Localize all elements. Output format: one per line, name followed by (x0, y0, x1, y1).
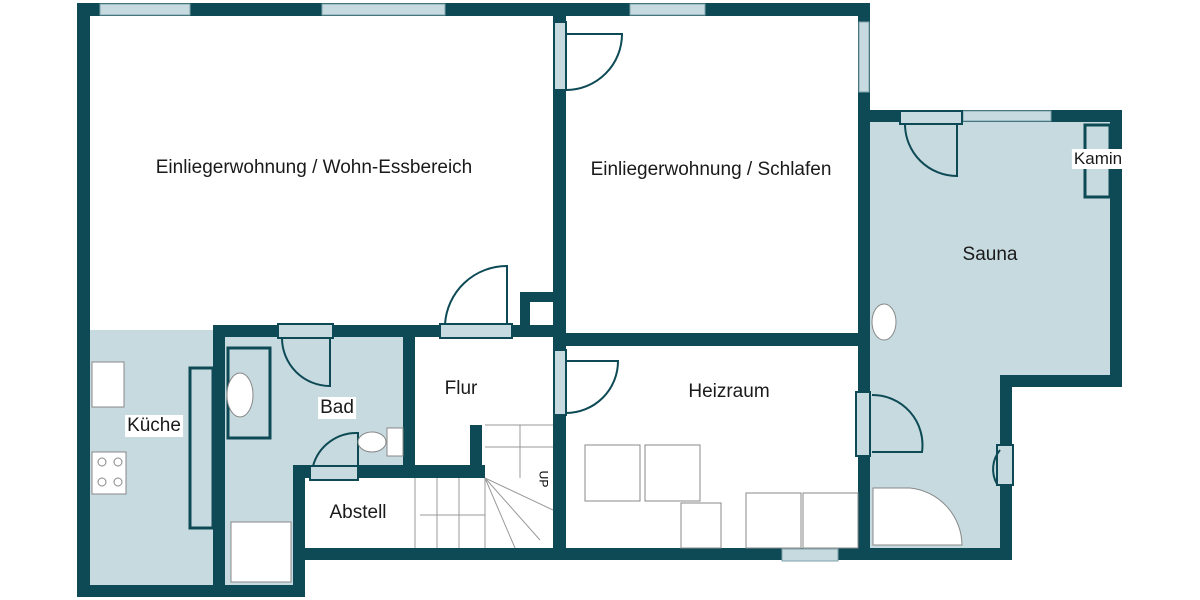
window (321, 3, 446, 16)
window (781, 548, 839, 562)
sauna-fill (870, 122, 1110, 548)
kitchen-sink (91, 361, 125, 408)
stair-up-label: UP (536, 470, 551, 488)
window (962, 110, 1052, 122)
utility-sink (680, 502, 722, 549)
shower (230, 521, 292, 583)
room-label-kueche: Küche (125, 415, 183, 437)
sauna-sink (871, 303, 897, 341)
toilet (357, 431, 387, 453)
bath-sink (226, 372, 254, 418)
window (629, 3, 706, 16)
room-label-bad: Bad (318, 397, 356, 419)
doors (277, 21, 1014, 486)
room-label-heizraum: Heizraum (688, 381, 770, 402)
room-label-sauna: Sauna (962, 244, 1018, 265)
stove (91, 451, 127, 495)
heater (584, 444, 641, 502)
stairs[interactable] (414, 424, 554, 549)
room-label-kamin: Kamin (1071, 149, 1125, 169)
corner-shower (872, 487, 963, 546)
room-fills (90, 122, 1110, 585)
window (99, 3, 191, 16)
fixtures (91, 303, 963, 583)
room-label-abstell: Abstell (329, 502, 387, 523)
room-label-schlafen: Einliegerwohnung / Schlafen (590, 159, 832, 180)
windows (99, 3, 1052, 562)
room-label-flur: Flur (444, 378, 478, 399)
window (858, 21, 870, 93)
room-label-wohn: Einliegerwohnung / Wohn-Essbereich (155, 157, 473, 178)
